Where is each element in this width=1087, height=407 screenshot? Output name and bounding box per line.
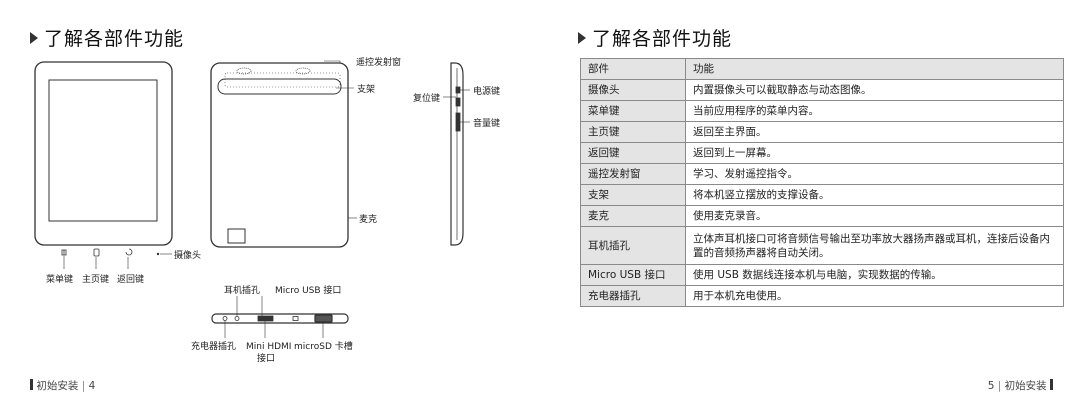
- label-home-key: 主页键: [82, 273, 109, 285]
- camera-lens-icon: [156, 252, 160, 256]
- left-footer: 初始安装 | 4: [30, 378, 95, 393]
- table-cell-function: 使用 USB 数据线连接本机与电脑，实现数据的传输。: [685, 264, 1064, 286]
- footer-page-number: 4: [88, 380, 96, 392]
- table-cell-component: 耳机插孔: [580, 226, 686, 265]
- back-view-tablet: [210, 62, 349, 248]
- table-row: 充电器插孔用于本机充电使用。: [580, 285, 1064, 307]
- table-cell-function: 使用麦克录音。: [685, 205, 1064, 227]
- component-function-table: 部件 功能 摄像头内置摄像头可以截取静态与动态图像。 菜单键当前应用程序的菜单内…: [580, 58, 1064, 307]
- right-page: 了解各部件功能 部件 功能 摄像头内置摄像头可以截取静态与动态图像。 菜单键当前…: [543, 0, 1087, 407]
- label-stand: 支架: [357, 83, 375, 95]
- table-cell-function: 当前应用程序的菜单内容。: [685, 100, 1064, 122]
- left-page-title: 了解各部件功能: [30, 24, 184, 51]
- footer-bar-icon: [1050, 379, 1053, 390]
- label-microphone: 麦克: [359, 213, 377, 225]
- table-row: 支架将本机竖立摆放的支撑设备。: [580, 184, 1064, 206]
- table-header-component: 部件: [580, 58, 686, 80]
- label-power-key: 电源键: [473, 85, 500, 97]
- label-volume-key: 音量键: [473, 117, 500, 129]
- table-cell-function: 用于本机充电使用。: [685, 285, 1064, 307]
- title-arrow-icon: [30, 32, 38, 44]
- home-button-icon: [93, 248, 100, 257]
- table-cell-function: 学习、发射遥控指令。: [685, 163, 1064, 185]
- footer-divider: |: [81, 380, 86, 392]
- label-mini-hdmi-line2: 接口: [257, 352, 275, 364]
- leader-lines: [63, 60, 470, 338]
- table-row: 麦克使用麦克录音。: [580, 205, 1064, 227]
- table-cell-function: 返回至主界面。: [685, 121, 1064, 143]
- table-cell-component: 返回键: [580, 142, 686, 164]
- table-cell-function: 立体声耳机接口可将音频信号输出至功率放大器扬声器或耳机，连接后设备内置的音频扬声…: [685, 226, 1064, 265]
- label-back-key: 返回键: [117, 273, 144, 285]
- footer-divider: |: [997, 380, 1002, 392]
- label-micro-usb-port: Micro USB 接口: [275, 284, 341, 296]
- label-reset-key: 复位键: [413, 92, 440, 104]
- back-button-icon: [125, 248, 133, 256]
- table-row: 摄像头内置摄像头可以截取静态与动态图像。: [580, 79, 1064, 101]
- table-row: 菜单键当前应用程序的菜单内容。: [580, 100, 1064, 122]
- footer-page-number: 5: [987, 380, 995, 392]
- table-cell-function: 返回到上一屏幕。: [685, 142, 1064, 164]
- table-header-function: 功能: [685, 58, 1064, 80]
- title-arrow-icon: [578, 32, 586, 44]
- right-title-text: 了解各部件功能: [592, 28, 733, 50]
- footer-section: 初始安装: [1004, 380, 1047, 392]
- footer-bar-icon: [30, 379, 33, 390]
- label-remote-window: 遥控发射窗: [356, 56, 401, 68]
- device-diagram: 遥控发射窗 支架 复位键 电源键 音量键 麦克 摄像头 菜单键 主页键 返回键 …: [34, 56, 500, 364]
- table-cell-component: Micro USB 接口: [580, 264, 686, 286]
- stand-shape: [217, 78, 342, 95]
- table-cell-component: 主页键: [580, 121, 686, 143]
- label-menu-key: 菜单键: [46, 273, 73, 285]
- table-cell-component: 支架: [580, 184, 686, 206]
- table-row: 遥控发射窗学习、发射遥控指令。: [580, 163, 1064, 185]
- label-charger-jack: 充电器插孔: [191, 340, 236, 352]
- table-row: Micro USB 接口使用 USB 数据线连接本机与电脑，实现数据的传输。: [580, 264, 1064, 286]
- front-view-tablet: [34, 61, 173, 257]
- table-row: 主页键返回至主界面。: [580, 121, 1064, 143]
- table-cell-component: 麦克: [580, 205, 686, 227]
- left-title-text: 了解各部件功能: [44, 28, 185, 50]
- bottom-edge-view: [211, 313, 349, 324]
- side-view-tablet: [450, 62, 464, 246]
- right-footer: 5 | 初始安装: [988, 378, 1053, 393]
- menu-button-icon: [61, 249, 67, 256]
- left-page: 了解各部件功能: [0, 0, 543, 407]
- table-cell-component: 充电器插孔: [580, 285, 686, 307]
- table-cell-component: 遥控发射窗: [580, 163, 686, 185]
- table-cell-function: 内置摄像头可以截取静态与动态图像。: [685, 79, 1064, 101]
- table-header-row: 部件 功能: [580, 58, 1064, 80]
- label-headphone-jack: 耳机插孔: [224, 284, 260, 296]
- label-microsd-slot: microSD 卡槽: [294, 340, 353, 352]
- label-mini-hdmi-line1: Mini HDMI: [246, 342, 291, 352]
- table-row: 耳机插孔立体声耳机接口可将音频信号输出至功率放大器扬声器或耳机，连接后设备内置的…: [580, 226, 1064, 265]
- footer-section: 初始安装: [36, 380, 79, 392]
- table-cell-component: 菜单键: [580, 100, 686, 122]
- table-row: 返回键返回到上一屏幕。: [580, 142, 1064, 164]
- label-camera: 摄像头: [174, 249, 201, 261]
- right-page-title: 了解各部件功能: [578, 24, 732, 51]
- table-cell-component: 摄像头: [580, 79, 686, 101]
- table-cell-function: 将本机竖立摆放的支撑设备。: [685, 184, 1064, 206]
